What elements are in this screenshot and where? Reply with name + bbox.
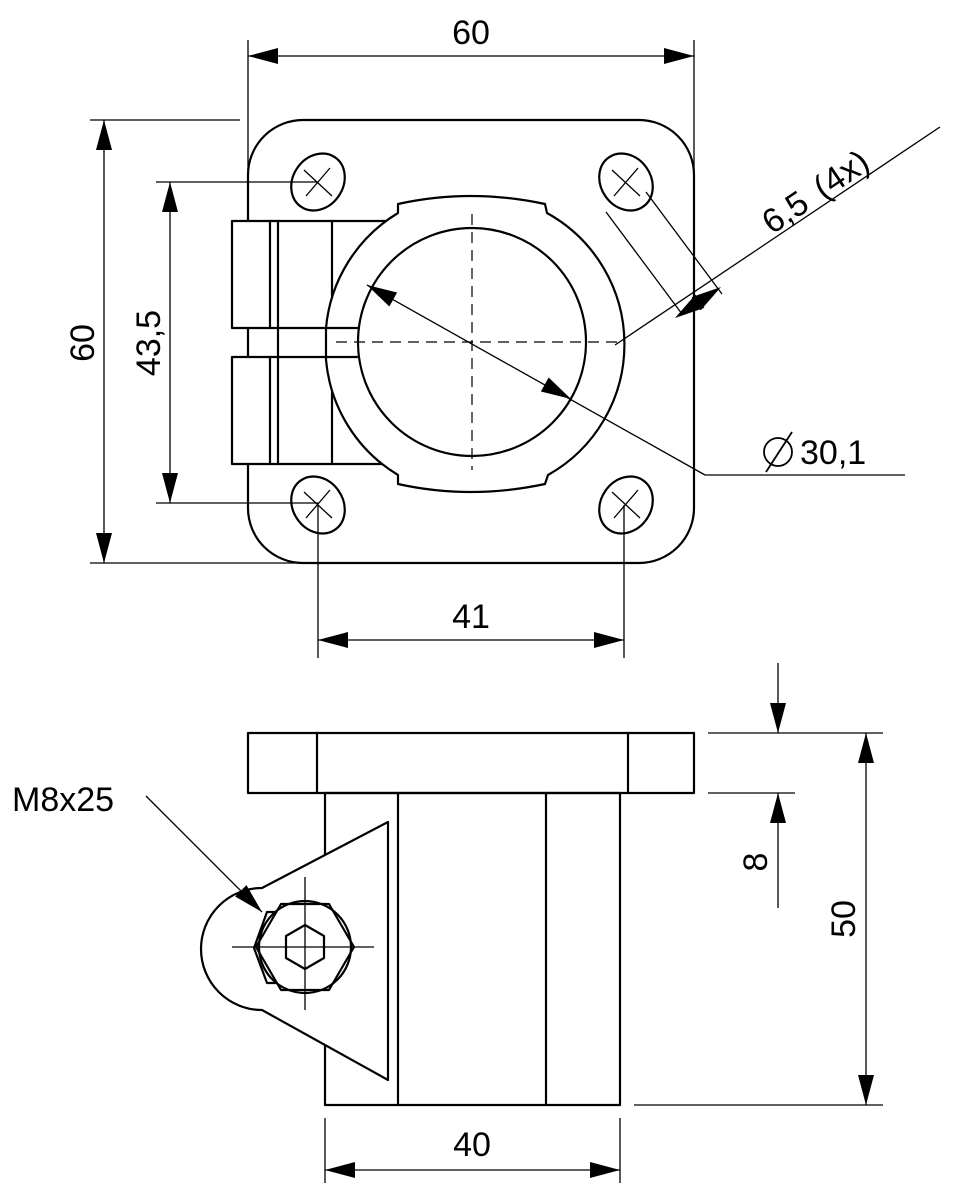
dim-hole-vertical-label: 43,5 bbox=[130, 310, 168, 376]
top-view: 60 60 43,5 41 bbox=[64, 14, 941, 658]
dim-overall-height: 60 bbox=[64, 120, 112, 563]
bolt-callout-label: M8x25 bbox=[12, 781, 114, 819]
dim-hole-count-label: (4x) bbox=[807, 143, 877, 207]
clamp-jaws bbox=[230, 219, 397, 466]
mounting-holes bbox=[290, 152, 654, 535]
mounting-hole-br bbox=[598, 475, 654, 535]
dim-flange-thickness: 8 bbox=[737, 663, 786, 908]
mounting-hole-tr bbox=[598, 152, 654, 212]
dim-body-width: 40 bbox=[325, 1126, 620, 1178]
flange-plate-outline bbox=[246, 118, 696, 565]
mounting-hole-tl bbox=[290, 152, 346, 212]
side-flange bbox=[246, 731, 696, 795]
dim-overall-width: 60 bbox=[248, 14, 694, 64]
top-extension-lines bbox=[90, 40, 695, 658]
mounting-hole-bl bbox=[290, 475, 346, 535]
side-view: M8x25 8 50 40 bbox=[12, 663, 883, 1183]
top-center-lines bbox=[336, 214, 618, 470]
diameter-symbol-icon bbox=[763, 431, 793, 473]
side-extension-lines bbox=[324, 732, 883, 1183]
bolt-head bbox=[232, 877, 374, 1010]
dim-flange-thickness-label: 8 bbox=[737, 853, 775, 872]
dim-hole-horizontal-label: 41 bbox=[452, 598, 490, 636]
dim-hole-horizontal: 41 bbox=[318, 598, 624, 648]
dim-hole-vertical: 43,5 bbox=[130, 182, 178, 503]
dim-overall-width-label: 60 bbox=[452, 14, 490, 52]
dim-hole-size: 6,5 (4x) bbox=[605, 126, 941, 346]
dim-total-height: 50 bbox=[825, 733, 874, 1105]
dim-total-height-label: 50 bbox=[825, 900, 863, 938]
bolt-callout: M8x25 bbox=[12, 781, 268, 918]
dim-body-width-label: 40 bbox=[453, 1126, 491, 1164]
dim-hole-size-label: 6,5 bbox=[755, 184, 815, 242]
dim-bore-diameter-label: 30,1 bbox=[800, 434, 866, 472]
dim-bore-diameter: 30,1 bbox=[363, 278, 905, 476]
dim-overall-height-label: 60 bbox=[64, 324, 102, 362]
